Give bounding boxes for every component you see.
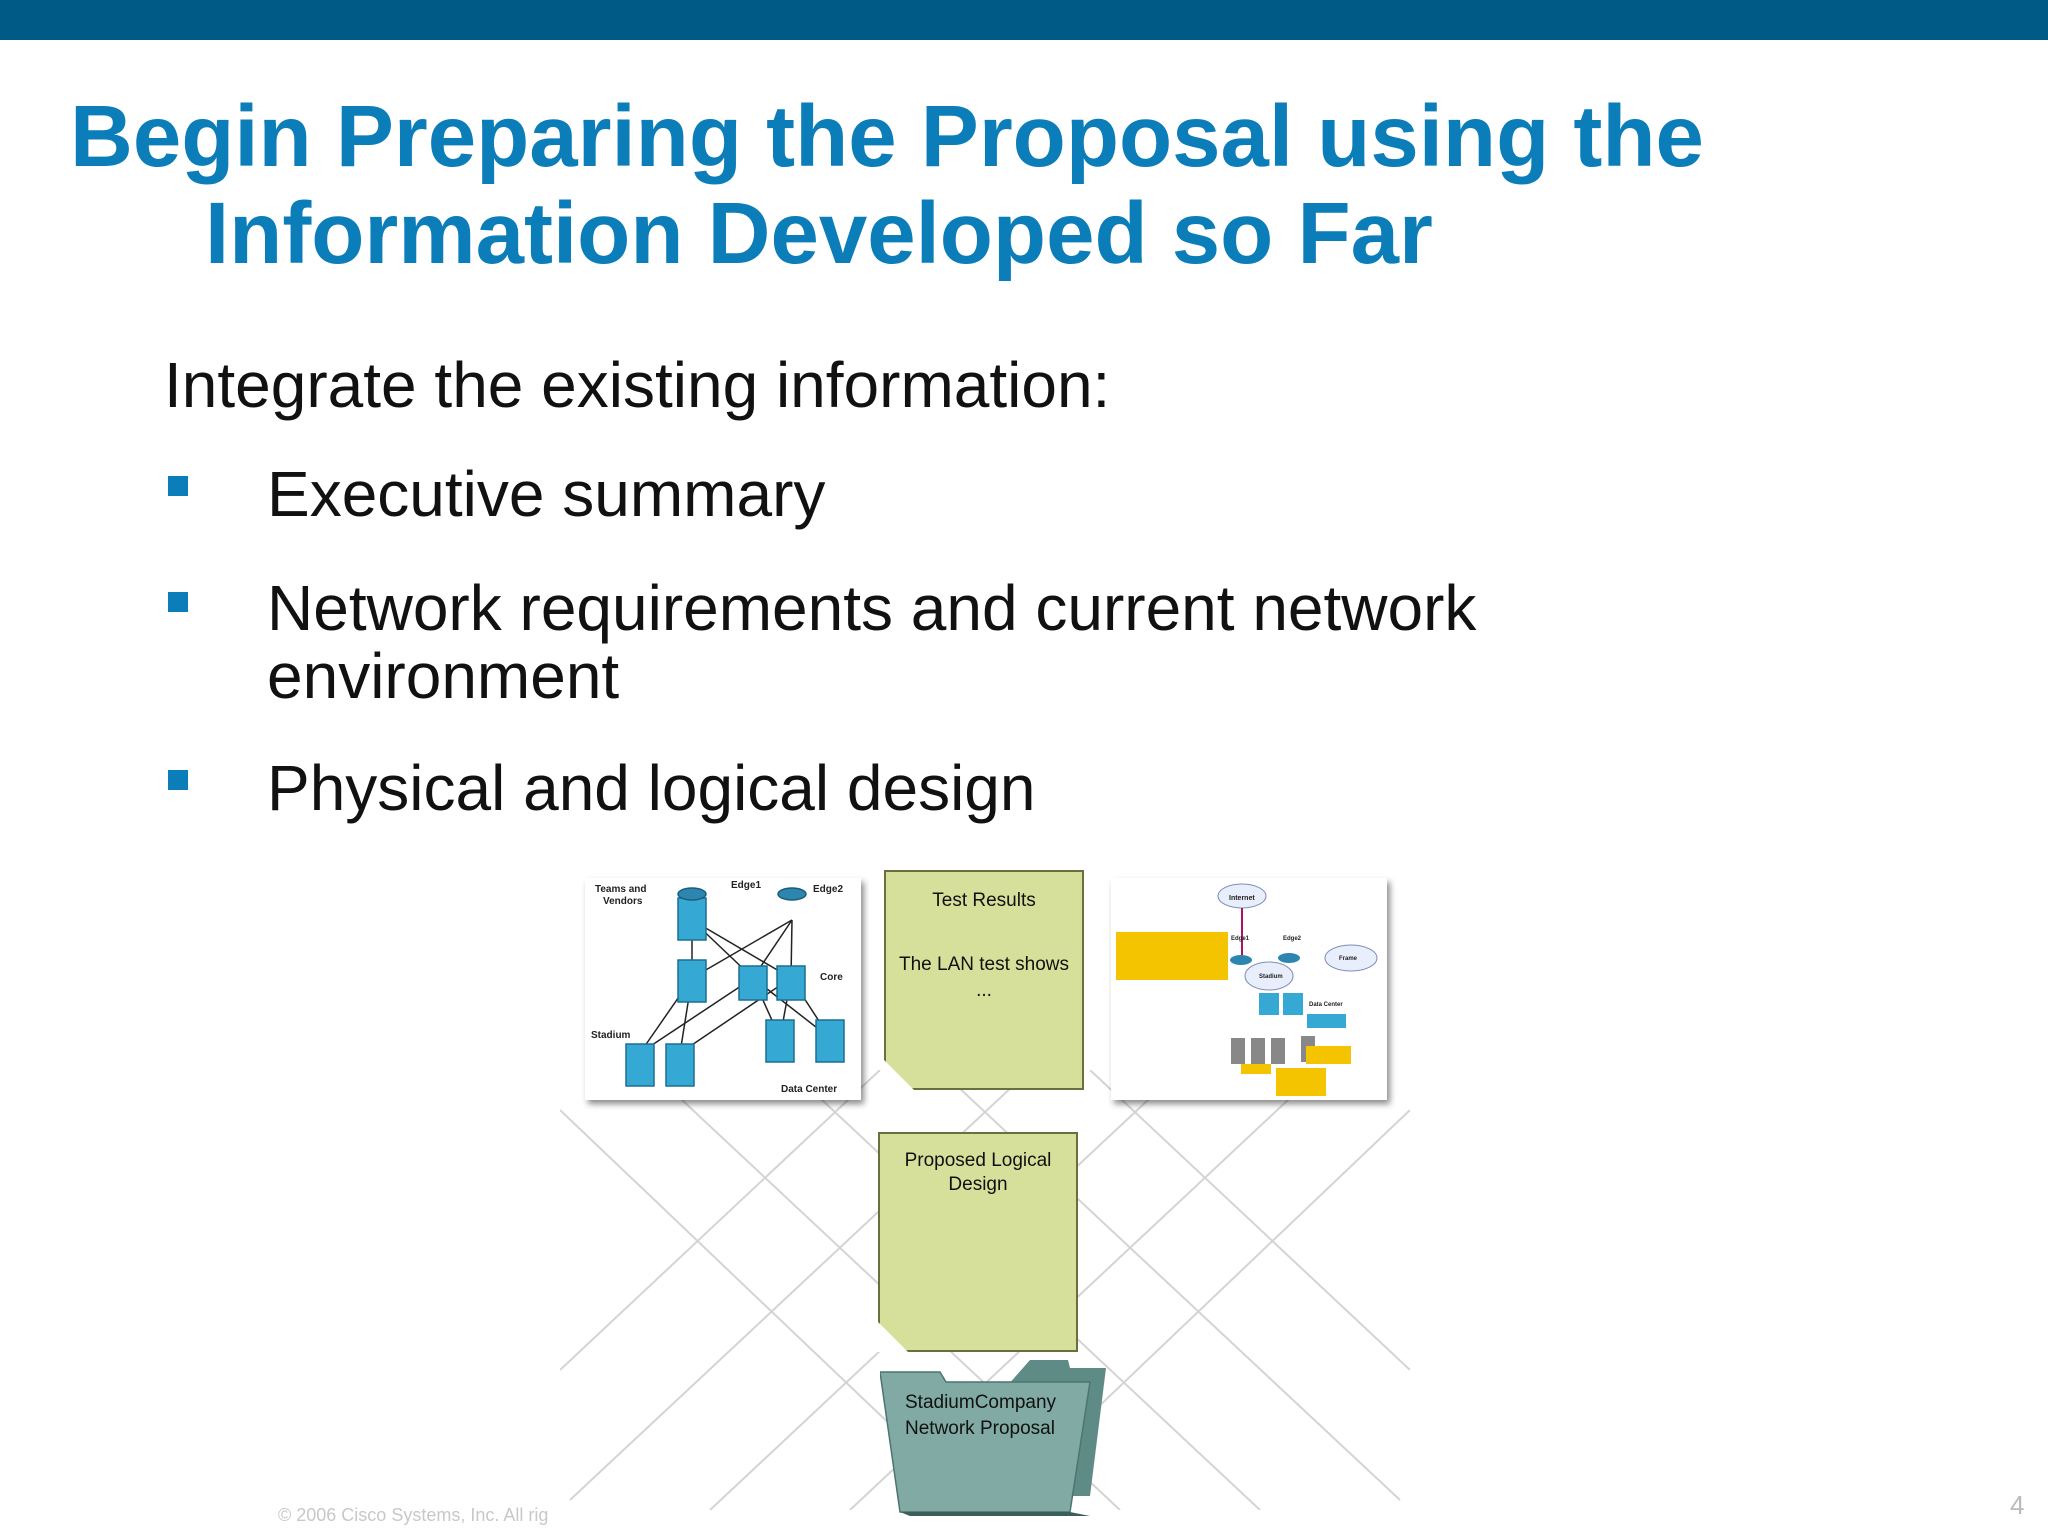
test-results-title: Test Results	[932, 890, 1036, 911]
svg-text:Internet: Internet	[1229, 895, 1255, 902]
page-fold	[878, 1322, 908, 1352]
test-results-body: The LAN test shows	[898, 954, 1070, 975]
bullet-marker-2	[168, 592, 188, 612]
folder-label-line1: StadiumCompany	[905, 1392, 1057, 1413]
physical-diagram-panel: Teams and Vendors Edge1 Edge2 Core Stadi…	[585, 878, 861, 1100]
logical-diagram-panel: Internet Frame Stadium Data Center Edge1…	[1111, 878, 1387, 1100]
svg-text:Frame: Frame	[1339, 956, 1358, 962]
slide-title: Begin Preparing the Proposal using the I…	[70, 88, 1970, 282]
slide-title-line2: Information Developed so Far	[205, 185, 1433, 282]
svg-text:Stadium: Stadium	[1259, 974, 1283, 980]
bullet-marker-3	[168, 770, 188, 790]
bullet-text-1: Executive summary	[267, 458, 826, 530]
svg-text:Edge2: Edge2	[813, 884, 843, 895]
slide-title-line1: Begin Preparing the Proposal using the	[70, 88, 1704, 185]
svg-text:Core: Core	[820, 972, 843, 983]
svg-text:Vendors: Vendors	[603, 896, 643, 907]
test-results-note: Test Results The LAN test shows ...	[884, 870, 1084, 1090]
logical-design-line1: Proposed Logical	[904, 1150, 1052, 1171]
bullet-text-3: Physical and logical design	[267, 752, 1036, 824]
logical-design-line2: Design	[948, 1174, 1008, 1195]
folder-icon	[880, 1360, 1106, 1516]
test-results-ellipsis: ...	[976, 980, 992, 1001]
svg-text:Data Center: Data Center	[1309, 1002, 1343, 1008]
logical-network-diagram: Internet Frame Stadium Data Center Edge1…	[1116, 883, 1378, 1096]
copyright-text: © 2006 Cisco Systems, Inc. All rig	[278, 1505, 549, 1525]
logical-design-note: Proposed Logical Design	[878, 1132, 1078, 1352]
svg-text:Edge1: Edge1	[731, 880, 761, 891]
svg-text:Teams and: Teams and	[595, 884, 647, 895]
svg-text:Stadium: Stadium	[591, 1030, 631, 1041]
svg-text:Edge1: Edge1	[1231, 936, 1250, 942]
page-number: 4	[2010, 1490, 2025, 1520]
intro-text: Integrate the existing information:	[164, 349, 1111, 421]
top-banner	[0, 0, 2048, 40]
page-fold	[884, 1060, 914, 1090]
svg-text:Data Center: Data Center	[781, 1084, 837, 1095]
folder-label: StadiumCompany Network Proposal	[905, 1390, 1056, 1442]
bullet-marker-1	[168, 476, 188, 496]
bullet-text-2: Network requirements and current network…	[267, 572, 1477, 712]
svg-text:Edge2: Edge2	[1283, 936, 1302, 942]
folder-label-line2: Network Proposal	[905, 1418, 1055, 1439]
physical-network-diagram: Teams and Vendors Edge1 Edge2 Core Stadi…	[591, 880, 845, 1095]
